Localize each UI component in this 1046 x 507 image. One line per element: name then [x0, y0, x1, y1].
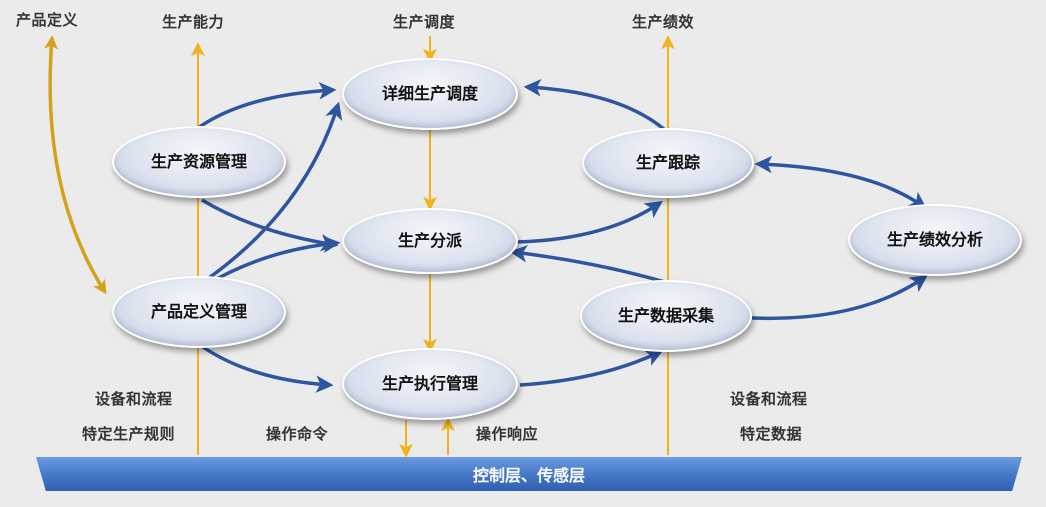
label-operation-response: 操作响应: [476, 425, 539, 443]
label-equipment-process-right: 设备和流程: [730, 390, 808, 408]
node-resource-management: 生产资源管理: [112, 126, 286, 198]
label-specific-data: 特定数据: [740, 425, 803, 443]
arrow-resource-to-dispatch: [201, 198, 339, 252]
node-detailed-scheduling: 详细生产调度: [342, 58, 518, 130]
node-execution-management: 生产执行管理: [342, 348, 518, 420]
arrow-resource-to-schedule: [196, 82, 337, 130]
arrow-data-to-performance: [751, 275, 928, 321]
arrow-tracking-to-schedule: [523, 79, 667, 132]
label-production-capability: 生产能力: [162, 13, 225, 31]
node-production-dispatching: 生产分派: [342, 208, 518, 274]
label-operation-command: 操作命令: [266, 425, 329, 443]
control-sensing-layer-bar: 控制层、传感层: [36, 457, 1022, 491]
arrow-execution-to-data: [519, 349, 664, 387]
node-data-collection: 生产数据采集: [580, 280, 752, 352]
arrow-tracking-performance: [754, 155, 927, 210]
control-sensing-layer-label: 控制层、传感层: [472, 466, 585, 485]
label-production-scheduling: 生产调度: [393, 13, 456, 31]
node-production-tracking: 生产跟踪: [582, 128, 754, 198]
label-product-definition: 产品定义: [16, 11, 79, 29]
arrow-dispatch-to-tracking: [514, 201, 663, 244]
node-performance-analysis: 生产绩效分析: [848, 204, 1022, 276]
label-equipment-process-left: 设备和流程: [95, 390, 173, 408]
arrow-data-to-dispatch: [509, 245, 666, 284]
arrow-product-to-schedule: [204, 101, 343, 282]
arrow-product-to-execution: [198, 343, 334, 393]
label-specific-rules: 特定生产规则: [82, 425, 176, 443]
arrow-product-definition: [44, 35, 107, 295]
node-product-definition-management: 产品定义管理: [112, 276, 286, 348]
label-production-performance: 生产绩效: [632, 13, 695, 31]
